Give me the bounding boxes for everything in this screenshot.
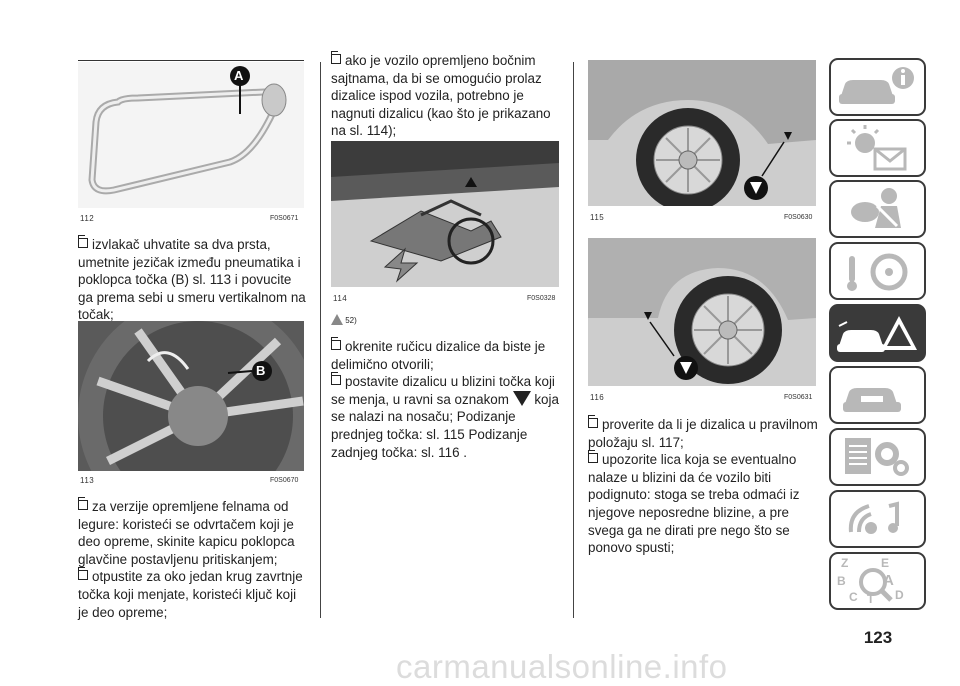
col1-paragraph-2: za verzije opremljene felnama od legure:… — [78, 497, 303, 620]
index-letter: Z — [841, 556, 849, 570]
col1-paragraph-1: izvlakač uhvatite sa dva prsta, umetnite… — [78, 235, 306, 323]
tab-safety[interactable] — [829, 180, 926, 238]
starting-driving-icon — [847, 253, 908, 291]
checkbox-bullet-icon — [588, 450, 598, 464]
tab-multimedia[interactable] — [829, 490, 926, 548]
watermark: carmanualsonline.info — [396, 648, 728, 685]
figure-116-rear-wheel-jack-point — [588, 238, 816, 386]
callout-b-icon — [252, 361, 272, 381]
warning-triangle-icon — [331, 314, 343, 325]
index-letter: D — [895, 588, 904, 602]
callout-b-label: B — [256, 363, 266, 378]
column-divider-1 — [320, 62, 321, 618]
multimedia-icon — [848, 501, 899, 534]
maintenance-icon — [843, 388, 901, 412]
arrow-icon — [383, 247, 419, 283]
col2-paragraph-1: ako je vozilo opremljeno bočnim sajtnama… — [331, 51, 551, 139]
figure-115-front-wheel-jack-point — [588, 60, 816, 206]
tab-technical-data[interactable] — [829, 428, 926, 486]
checkbox-bullet-icon — [588, 415, 598, 428]
index-letter: T — [867, 592, 875, 606]
jack-point-marker-icon — [750, 182, 762, 194]
figure-113-number: 113 — [80, 476, 95, 485]
callout-a-icon — [230, 66, 250, 86]
tab-starting-driving[interactable] — [829, 242, 926, 300]
checkbox-bullet-icon — [78, 235, 88, 248]
index-letter: B — [837, 574, 846, 588]
figure-112-code: F0S0671 — [270, 215, 299, 222]
jack-point-triangle-icon — [512, 390, 531, 406]
checkbox-bullet-icon — [331, 51, 341, 64]
figure-113-code: F0S0670 — [270, 477, 299, 484]
checkbox-bullet-icon — [331, 337, 341, 350]
figure-116-number: 116 — [590, 393, 605, 402]
tab-warning-lights[interactable] — [829, 119, 926, 177]
col2-paragraph-2: okrenite ručicu dizalice da biste je del… — [331, 337, 559, 460]
figure-112-number: 112 — [80, 214, 95, 223]
column-divider-2 — [573, 62, 574, 618]
index-icon — [859, 568, 893, 602]
figure-112-towing-hook: A — [78, 62, 304, 208]
figure-113-wheel-cap: B — [78, 321, 304, 471]
jack-point-marker-icon — [680, 362, 692, 374]
index-letter: A — [883, 572, 894, 589]
figure-115-number: 115 — [590, 213, 605, 222]
figure-114-jack-under-car — [331, 141, 559, 287]
figure-114-code: F0S0328 — [527, 295, 556, 302]
col3-paragraph: proverite da li je dizalica u pravilnom … — [588, 415, 818, 556]
emergency-icon — [837, 316, 917, 352]
technical-data-icon — [845, 438, 909, 476]
warning-lights-icon — [847, 125, 907, 171]
page-number: 123 — [863, 628, 893, 647]
tab-index[interactable]: Z E B A C T D — [829, 552, 926, 610]
index-letter: C — [849, 590, 858, 604]
tab-maintenance[interactable] — [829, 366, 926, 424]
tab-car-info[interactable] — [829, 58, 926, 116]
figure-115-code: F0S0630 — [784, 214, 813, 221]
checkbox-bullet-icon — [331, 372, 341, 386]
figure-top-rule — [78, 60, 304, 61]
figure-116-code: F0S0631 — [784, 394, 813, 401]
callout-a-label: A — [234, 68, 244, 83]
checkbox-bullet-icon — [78, 567, 88, 581]
figure-114-number: 114 — [333, 294, 348, 303]
checkbox-bullet-icon — [78, 497, 88, 510]
car-info-icon — [839, 67, 914, 104]
safety-airbag-icon — [851, 188, 901, 228]
tab-emergency[interactable] — [829, 304, 926, 362]
warning-reference: 52) — [331, 314, 357, 325]
index-letter: E — [881, 556, 890, 570]
